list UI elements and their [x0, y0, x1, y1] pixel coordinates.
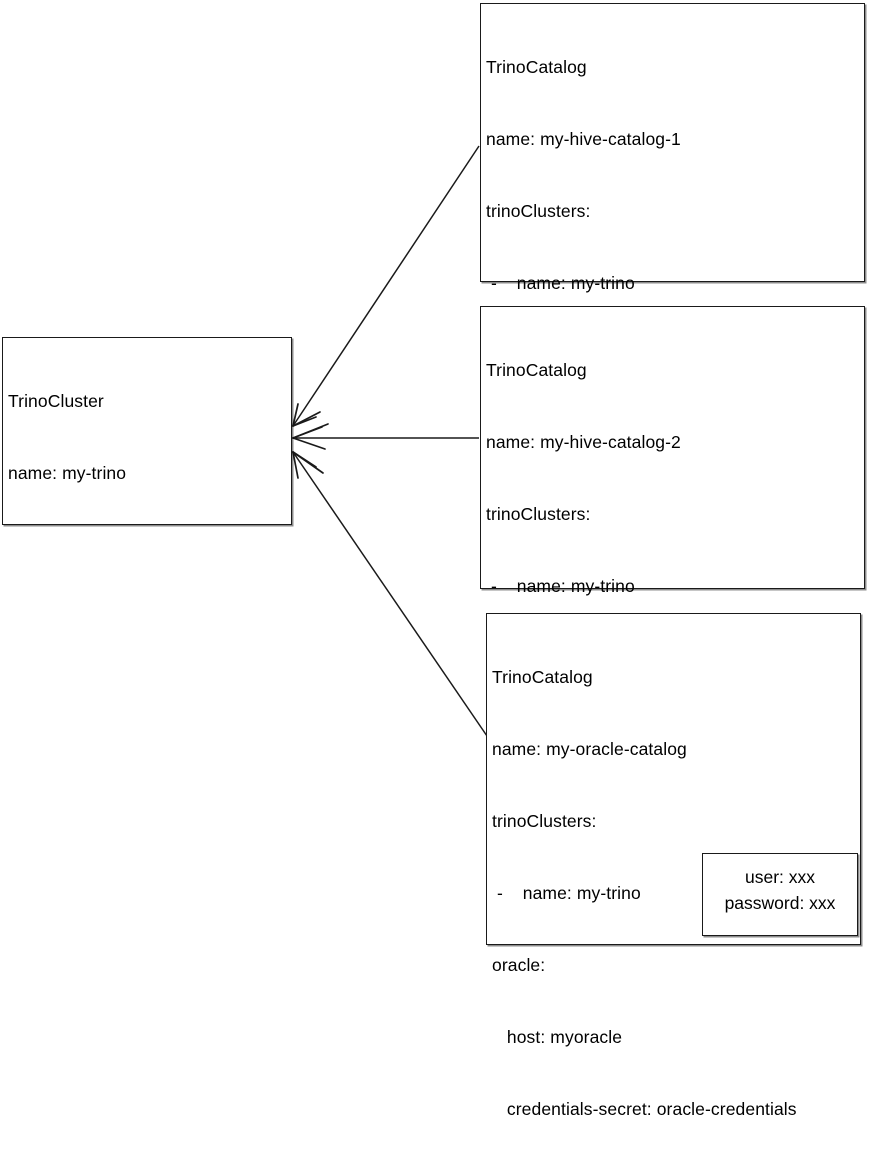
- arrowhead-catalog-3: [292, 451, 324, 479]
- edge-catalog-1-to-cluster: [292, 145, 480, 427]
- node-line: oracle:: [492, 955, 546, 975]
- node-oracle-credentials-secret-text: user: xxx password: xxx: [703, 864, 857, 916]
- node-line: trinoClusters:: [486, 504, 591, 524]
- edge-catalog-3-to-cluster: [292, 451, 488, 737]
- node-line: - name: my-trino: [492, 883, 641, 903]
- node-line: user: xxx: [744, 867, 816, 887]
- node-trino-cluster-text: TrinoCluster name: my-trino: [8, 341, 287, 533]
- node-line: host: myoracle: [492, 1027, 623, 1047]
- node-line: - name: my-trino: [486, 273, 635, 293]
- node-line: TrinoCatalog: [486, 57, 587, 77]
- node-line: trinoClusters:: [492, 811, 597, 831]
- node-line: name: my-oracle-catalog: [492, 739, 687, 759]
- node-trino-cluster[interactable]: TrinoCluster name: my-trino: [2, 337, 292, 525]
- node-line: credentials-secret: oracle-credentials: [492, 1099, 797, 1119]
- node-line: name: my-trino: [8, 463, 127, 483]
- node-oracle-credentials-secret[interactable]: user: xxx password: xxx: [702, 853, 858, 936]
- node-line: name: my-hive-catalog-2: [486, 432, 681, 452]
- diagram-canvas: TrinoCluster name: my-trino TrinoCatalog…: [2, 3, 865, 1119]
- node-line: trinoClusters:: [486, 201, 591, 221]
- node-line: password: xxx: [724, 893, 836, 913]
- node-trino-catalog-2[interactable]: TrinoCatalog name: my-hive-catalog-2 tri…: [480, 306, 865, 884]
- node-line: TrinoCatalog: [486, 360, 587, 380]
- node-line: - name: my-trino: [486, 576, 635, 596]
- arrowhead-catalog-1: [292, 403, 321, 427]
- arrowhead-catalog-2: [292, 423, 329, 450]
- node-trino-catalog-1[interactable]: TrinoCatalog name: my-hive-catalog-1 tri…: [480, 3, 865, 653]
- node-line: TrinoCluster: [8, 391, 104, 411]
- node-line: name: my-hive-catalog-1: [486, 129, 681, 149]
- node-line: TrinoCatalog: [492, 667, 593, 687]
